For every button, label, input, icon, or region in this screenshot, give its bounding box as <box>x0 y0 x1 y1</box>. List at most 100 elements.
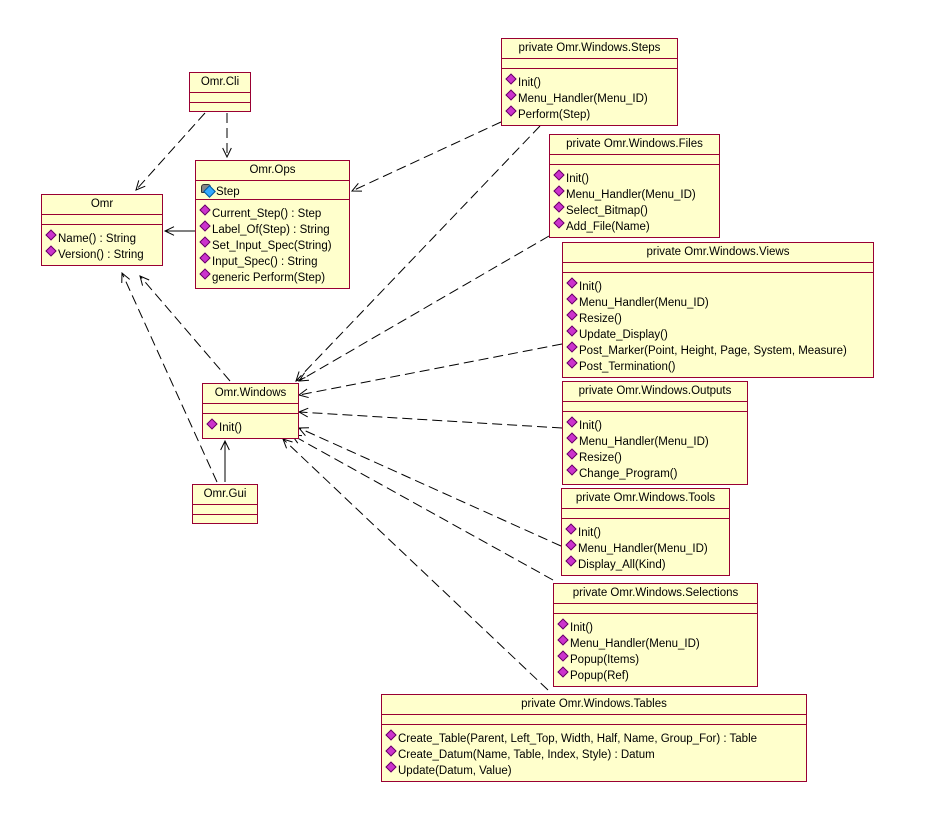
operation-item: Menu_Handler(Menu_ID) <box>550 185 719 203</box>
class-name: private Omr.Windows.Selections <box>554 584 757 604</box>
operation-icon <box>553 185 565 197</box>
operation-item: Update(Datum, Value) <box>382 761 806 779</box>
class-omr-windows-tools[interactable]: private Omr.Windows.Tools Init() Menu_Ha… <box>561 488 730 576</box>
operation-icon <box>199 220 211 232</box>
operation-icon <box>565 523 577 535</box>
class-omr-gui[interactable]: Omr.Gui <box>192 484 258 524</box>
dependency-line <box>135 112 206 191</box>
dependency-gui-to-windows <box>220 439 230 482</box>
operations-compartment: Init() Menu_Handler(Menu_ID) Display_All… <box>562 519 729 575</box>
class-name: Omr.Windows <box>203 384 298 404</box>
class-omr-windows-files[interactable]: private Omr.Windows.Files Init() Menu_Ha… <box>549 134 720 238</box>
arrowhead <box>298 372 310 382</box>
arrowhead <box>163 226 175 236</box>
attributes-compartment <box>562 509 729 519</box>
operation-icon <box>566 309 578 321</box>
arrowhead <box>350 182 363 192</box>
operation-icon <box>566 432 578 444</box>
operations-compartment: Init() Menu_Handler(Menu_ID) Popup(Items… <box>554 614 757 686</box>
class-omr-cli[interactable]: Omr.Cli <box>189 72 251 112</box>
arrowhead <box>121 271 131 284</box>
attributes-compartment: Step <box>196 181 349 200</box>
operation-item: Add_File(Name) <box>550 217 719 235</box>
operation-item: Update_Display() <box>563 325 873 343</box>
dependency-line <box>298 235 550 382</box>
operation-icon <box>566 293 578 305</box>
class-name: private Omr.Windows.Steps <box>502 39 677 59</box>
operation-icon <box>45 245 57 257</box>
dependency-line <box>298 343 563 396</box>
operation-item: Create_Datum(Name, Table, Index, Style) … <box>382 745 806 763</box>
operation-icon <box>565 555 577 567</box>
operation-icon <box>553 201 565 213</box>
dependency-windows-to-omr <box>139 275 231 382</box>
class-name: Omr <box>42 195 162 215</box>
operation-item: Popup(Items) <box>554 650 757 668</box>
class-name: private Omr.Windows.Tools <box>562 489 729 509</box>
arrowhead <box>135 180 146 191</box>
dependency-line <box>351 121 502 192</box>
operation-icon <box>505 105 517 117</box>
dependency-line <box>291 434 554 581</box>
operations-compartment <box>193 515 257 523</box>
arrowhead <box>222 147 232 159</box>
operation-icon <box>505 73 517 85</box>
class-omr-windows-steps[interactable]: private Omr.Windows.Steps Init() Menu_Ha… <box>501 38 678 126</box>
attributes-compartment <box>190 93 250 103</box>
operation-icon <box>566 341 578 353</box>
operation-icon <box>566 464 578 476</box>
dependency-selections-to-windows <box>290 434 554 581</box>
operation-item: Init() <box>554 618 757 636</box>
attribute-item: Step <box>196 181 349 199</box>
operation-item: Init() <box>562 523 729 541</box>
attributes-compartment <box>203 404 298 414</box>
operation-item: Version() : String <box>42 245 162 263</box>
class-name: Omr.Ops <box>196 161 349 181</box>
class-omr-windows-selections[interactable]: private Omr.Windows.Selections Init() Me… <box>553 583 758 687</box>
operation-item: Display_All(Kind) <box>562 555 729 573</box>
operation-item: Menu_Handler(Menu_ID) <box>563 432 747 450</box>
operation-icon <box>199 204 211 216</box>
operation-icon <box>566 416 578 428</box>
operation-icon <box>553 169 565 181</box>
operation-icon <box>199 252 211 264</box>
operations-compartment: Init() Menu_Handler(Menu_ID) Perform(Ste… <box>502 69 677 125</box>
operation-icon <box>505 89 517 101</box>
operations-compartment: Name() : String Version() : String <box>42 225 162 265</box>
class-omr-windows-views[interactable]: private Omr.Windows.Views Init() Menu_Ha… <box>562 242 874 378</box>
operation-icon <box>557 650 569 662</box>
class-omr-windows[interactable]: Omr.Windows Init() <box>202 383 299 439</box>
operations-compartment: Current_Step() : Step Label_Of(Step) : S… <box>196 200 349 288</box>
operation-item: Change_Program() <box>563 464 747 482</box>
operation-icon <box>557 634 569 646</box>
operation-item: Init() <box>563 416 747 434</box>
operation-icon <box>385 761 397 773</box>
private-attribute-icon <box>201 184 216 198</box>
dependency-line <box>282 438 549 691</box>
arrowhead <box>282 438 293 449</box>
operation-item: Perform(Step) <box>502 105 677 123</box>
class-omr-windows-outputs[interactable]: private Omr.Windows.Outputs Init() Menu_… <box>562 381 748 485</box>
arrowhead <box>139 275 150 286</box>
dependency-line <box>295 125 541 382</box>
dependency-tables-to-windows <box>282 438 549 691</box>
attributes-compartment <box>382 715 806 725</box>
dependency-line <box>139 275 231 382</box>
operation-item: Menu_Handler(Menu_ID) <box>502 89 677 107</box>
operation-item: Name() : String <box>42 229 162 247</box>
operation-item: Init() <box>203 418 298 436</box>
class-name: private Omr.Windows.Files <box>550 135 719 155</box>
arrowhead <box>297 388 309 399</box>
dependency-outputs-to-windows <box>297 407 563 429</box>
dependency-cli-to-omr <box>135 112 206 191</box>
class-omr-windows-tables[interactable]: private Omr.Windows.Tables Create_Table(… <box>381 694 807 782</box>
dependency-views-to-windows <box>297 343 563 399</box>
attributes-compartment <box>554 604 757 614</box>
operation-item: Label_Of(Step) : String <box>196 220 349 238</box>
operation-item: Menu_Handler(Menu_ID) <box>563 293 873 311</box>
class-omr[interactable]: Omr Name() : String Version() : String <box>41 194 163 266</box>
class-omr-ops[interactable]: Omr.Ops Step Current_Step() : Step Label… <box>195 160 350 289</box>
operation-icon <box>45 229 57 241</box>
operation-item: Resize() <box>563 448 747 466</box>
